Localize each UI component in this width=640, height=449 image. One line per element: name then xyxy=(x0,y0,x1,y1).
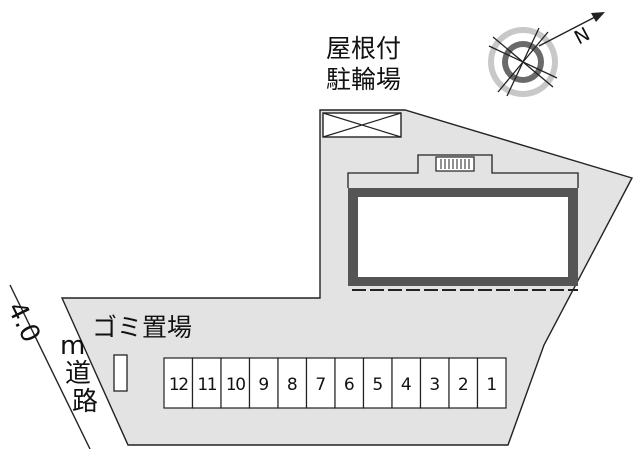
bike-parking-label-line1: 屋根付 xyxy=(326,34,402,63)
road-char-2: 路 xyxy=(72,387,99,417)
garbage-station xyxy=(113,354,128,392)
parking-slot xyxy=(220,357,251,409)
parking-slot xyxy=(191,357,222,409)
road-edge-line xyxy=(9,284,91,449)
parking-slot-number: 3 xyxy=(429,375,440,395)
covered-bike-parking xyxy=(322,112,402,138)
parking-slot xyxy=(448,357,479,409)
bike-parking-label-line2: 駐輪場 xyxy=(326,65,402,94)
parking-slot xyxy=(248,357,279,409)
north-label: N xyxy=(571,23,594,49)
parking-slot xyxy=(476,357,507,409)
road-char-1: 道 xyxy=(65,359,92,389)
parking-slot-number: 7 xyxy=(315,375,326,395)
parking-slot-number: 1 xyxy=(486,375,497,395)
parking-slot-number: 9 xyxy=(258,375,269,395)
parking-slot-number: 11 xyxy=(197,375,216,395)
road-unit: m xyxy=(60,331,86,361)
road-name-label: m 道 路 xyxy=(60,333,98,415)
parking-slot-number: 10 xyxy=(226,375,245,395)
building-stairs xyxy=(435,156,475,172)
building xyxy=(347,154,579,291)
parking-slot-number: 12 xyxy=(169,375,188,395)
parking-slot xyxy=(305,357,336,409)
parking-slot-number: 6 xyxy=(344,375,355,395)
parking-slot-number: 2 xyxy=(458,375,469,395)
parking-slot-number: 4 xyxy=(401,375,412,395)
parking-slot xyxy=(419,357,450,409)
parking-slot xyxy=(334,357,365,409)
parking-slot xyxy=(391,357,422,409)
compass-rose-icon: N xyxy=(488,12,605,97)
parking-slot-number: 8 xyxy=(287,375,298,395)
bike-parking-label: 屋根付 駐輪場 xyxy=(326,36,401,92)
garbage-label: ゴミ置場 xyxy=(92,313,193,342)
parking-slot xyxy=(362,357,393,409)
parking-slot-number: 5 xyxy=(372,375,383,395)
parking-slot xyxy=(163,357,194,409)
parking-slot xyxy=(277,357,308,409)
